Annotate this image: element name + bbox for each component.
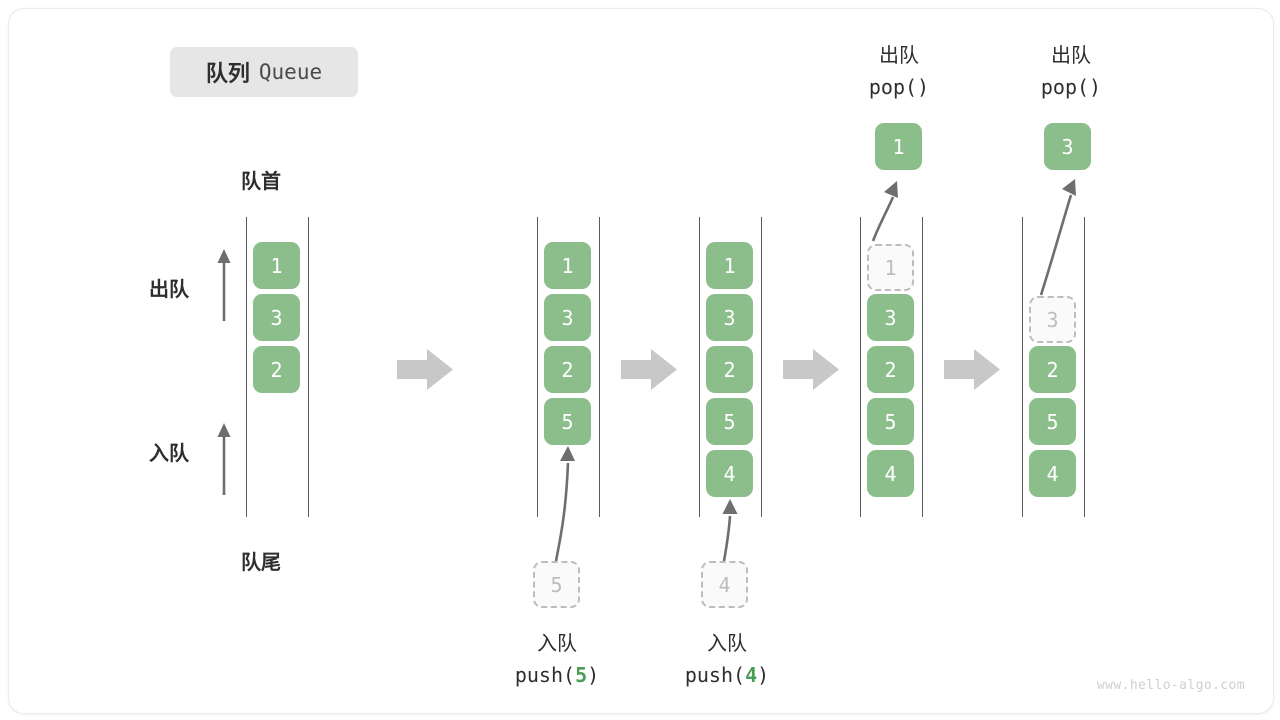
queue-cell: 2 [867, 346, 914, 393]
queue-cell: 3 [867, 294, 914, 341]
queue-cell: 5 [706, 398, 753, 445]
pop1-label: 出队 pop() [819, 41, 979, 103]
push4-label: 入队 push(4) [642, 629, 812, 691]
title-cn: 队列 [205, 61, 250, 86]
queue-cell: 2 [1029, 346, 1076, 393]
pop3-label-code: pop() [1040, 75, 1102, 99]
queue-cell: 5 [867, 398, 914, 445]
rear-label: 队尾 [241, 552, 281, 574]
rail-left-col4 [860, 217, 862, 517]
enqueue-side-label: 入队 [149, 443, 189, 465]
push5-code-prefix: push( [514, 663, 576, 687]
push4-ghost-cell: 4 [701, 561, 748, 608]
dequeue-side-label: 出队 [149, 279, 189, 301]
pop1-label-cn: 出队 [879, 45, 919, 67]
rail-right-col1 [308, 217, 310, 517]
dequeue-direction-arrow [217, 249, 231, 321]
rail-left-col2 [537, 217, 539, 517]
step-arrow-icon [621, 349, 677, 390]
queue-cell: 3 [706, 294, 753, 341]
rail-right-col5 [1084, 217, 1086, 517]
push5-label-cn: 入队 [537, 633, 577, 655]
rail-left-col5 [1022, 217, 1024, 517]
pop3-label: 出队 pop() [991, 41, 1151, 103]
pop1-arrow [871, 181, 898, 242]
queue-cell: 4 [1029, 450, 1076, 497]
push4-code-prefix: push( [684, 663, 746, 687]
pop1-label-code: pop() [868, 75, 930, 99]
push4-code-suffix: ) [757, 663, 770, 687]
push4-label-cn: 入队 [707, 633, 747, 655]
push4-label-code: push(4) [642, 660, 812, 691]
queue-cell: 3 [253, 294, 300, 341]
enqueue-direction-arrow [217, 423, 231, 495]
queue-cell-ghost: 3 [1029, 296, 1076, 343]
push4-arrow [722, 499, 738, 562]
step-arrow-icon [783, 349, 839, 390]
front-label: 队首 [241, 171, 281, 193]
push5-ghost-cell: 5 [533, 561, 580, 608]
queue-cell: 2 [253, 346, 300, 393]
pop3-popped-cell: 3 [1044, 123, 1091, 170]
pop3-label-cn: 出队 [1051, 45, 1091, 67]
rail-right-col3 [761, 217, 763, 517]
rail-left-col1 [246, 217, 248, 517]
push5-label: 入队 push(5) [472, 629, 642, 691]
pop1-popped-cell: 1 [875, 123, 922, 170]
title-en: Queue [258, 60, 323, 84]
queue-cell: 1 [253, 242, 300, 289]
push5-code-value: 5 [575, 663, 588, 687]
queue-cell: 5 [1029, 398, 1076, 445]
queue-cell: 1 [706, 242, 753, 289]
rail-right-col2 [599, 217, 601, 517]
watermark: www.hello-algo.com [1096, 678, 1245, 693]
queue-cell: 4 [706, 450, 753, 497]
push5-code-suffix: ) [587, 663, 600, 687]
queue-cell: 4 [867, 450, 914, 497]
rail-left-col3 [699, 217, 701, 517]
push5-arrow [554, 446, 575, 562]
push4-code-value: 4 [745, 663, 758, 687]
queue-cell-ghost: 1 [867, 244, 914, 291]
pop3-arrow [1039, 179, 1076, 296]
push5-label-code: push(5) [472, 660, 642, 691]
diagram-canvas: 队列 Queue 队首 队尾 出队 入队 1 3 2 1 3 2 5 5 入队 … [8, 8, 1274, 714]
queue-cell: 1 [544, 242, 591, 289]
queue-cell: 2 [544, 346, 591, 393]
queue-cell: 3 [544, 294, 591, 341]
step-arrow-icon [397, 349, 453, 390]
step-arrow-icon [944, 349, 1000, 390]
title-chip: 队列 Queue [170, 47, 358, 97]
queue-cell: 5 [544, 398, 591, 445]
queue-cell: 2 [706, 346, 753, 393]
rail-right-col4 [922, 217, 924, 517]
